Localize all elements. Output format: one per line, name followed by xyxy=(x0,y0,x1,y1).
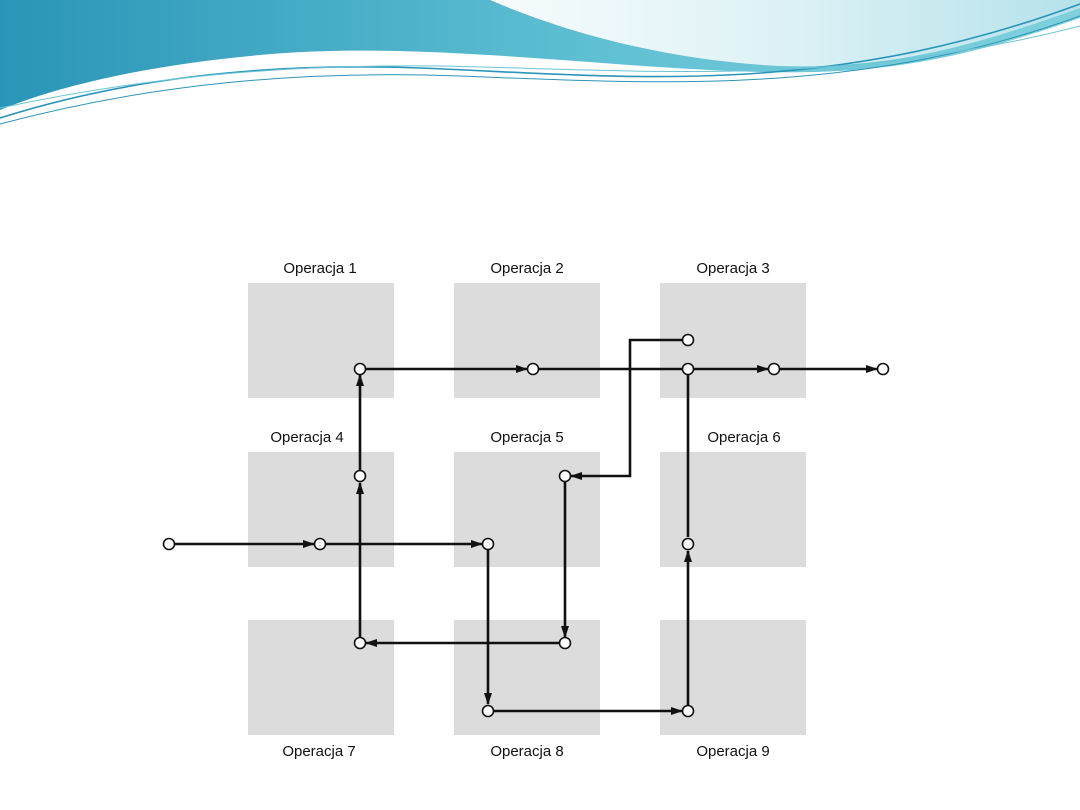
node-op4-mid xyxy=(313,537,327,551)
operation-label-7: Operacja 7 xyxy=(282,743,355,760)
operation-label-5: Operacja 5 xyxy=(490,429,563,446)
node-op6-mid xyxy=(681,537,695,551)
header-wave-decoration xyxy=(0,0,1080,125)
operation-labels: Operacja 1 Operacja 2 Operacja 3 Operacja 4… xyxy=(270,260,780,760)
node-op2-mid xyxy=(526,362,540,376)
node-output xyxy=(876,362,890,376)
wave-line-3 xyxy=(0,25,1080,109)
node-op8-bottom xyxy=(481,704,495,718)
operation-label-1: Operacja 1 xyxy=(283,260,356,277)
wave-line-2 xyxy=(0,15,1080,125)
operation-label-2: Operacja 2 xyxy=(490,260,563,277)
operation-cell-6 xyxy=(660,452,806,567)
node-op1-corner xyxy=(353,362,367,376)
operation-cell-1 xyxy=(248,283,394,398)
node-op9-bottom xyxy=(681,704,695,718)
operation-cell-7 xyxy=(248,620,394,735)
operation-cell-2 xyxy=(454,283,600,398)
operation-label-3: Operacja 3 xyxy=(696,260,769,277)
node-op3-right xyxy=(767,362,781,376)
wave-line-1 xyxy=(0,3,1080,119)
node-op5-inner xyxy=(558,469,572,483)
operation-label-6: Operacja 6 xyxy=(707,429,780,446)
node-op3-mid xyxy=(681,362,695,376)
operation-label-4: Operacja 4 xyxy=(270,429,343,446)
flow-nodes xyxy=(162,333,890,718)
operations-flow-diagram: Operacja 1 Operacja 2 Operacja 3 Operacja 4… xyxy=(162,260,890,760)
operation-label-8: Operacja 8 xyxy=(490,743,563,760)
node-op5-left xyxy=(481,537,495,551)
node-op7-top xyxy=(353,636,367,650)
node-op4-top xyxy=(353,469,367,483)
node-op3-top xyxy=(681,333,695,347)
operation-cell-9 xyxy=(660,620,806,735)
node-input xyxy=(162,537,176,551)
operation-label-9: Operacja 9 xyxy=(696,743,769,760)
operation-cells xyxy=(248,283,806,735)
operation-cell-8 xyxy=(454,620,600,735)
node-op8-top xyxy=(558,636,572,650)
wave-band-light xyxy=(490,0,1080,67)
flow-edges xyxy=(175,334,878,715)
operation-cell-5 xyxy=(454,452,600,567)
